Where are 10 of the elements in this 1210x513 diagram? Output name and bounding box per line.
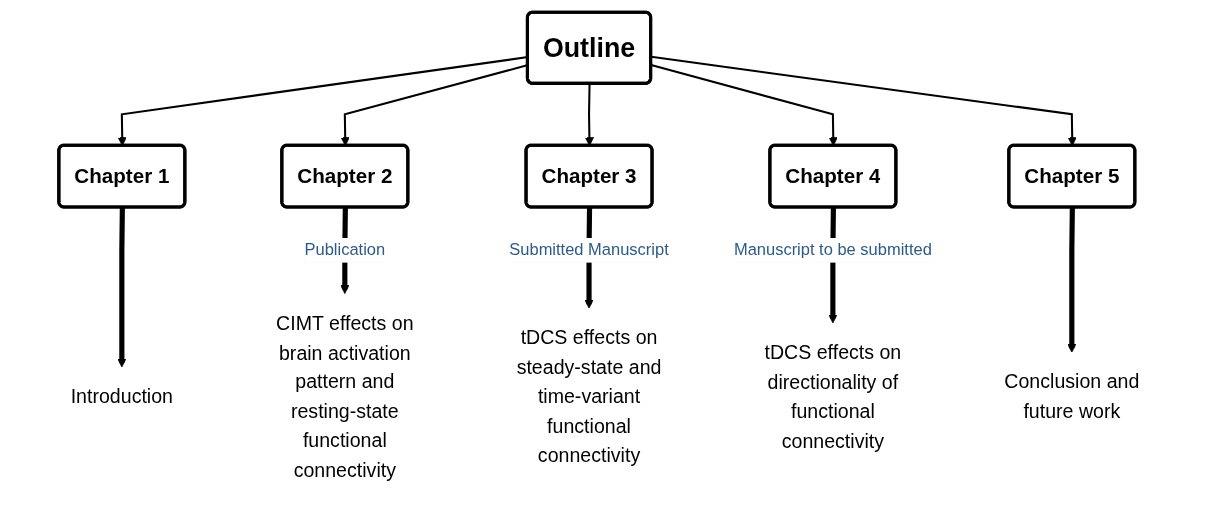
node-text: CIMT effects on brain activation pattern and resting-state functional connectivity <box>276 312 414 481</box>
node-label: Submitted Manuscript <box>509 241 669 259</box>
arrow <box>1067 207 1077 353</box>
node-text: tDCS effects on steady-state and time-variant functional connectivity <box>516 326 662 466</box>
node-text: Conclusion and future work <box>1004 370 1140 422</box>
node-label: Publication <box>304 241 386 259</box>
node-label: Manuscript to be submitted <box>733 241 932 259</box>
node-text: tDCS effects on directionality of functional connectivity <box>764 341 902 452</box>
arrow <box>117 207 127 368</box>
node-text: Introduction <box>70 385 174 408</box>
